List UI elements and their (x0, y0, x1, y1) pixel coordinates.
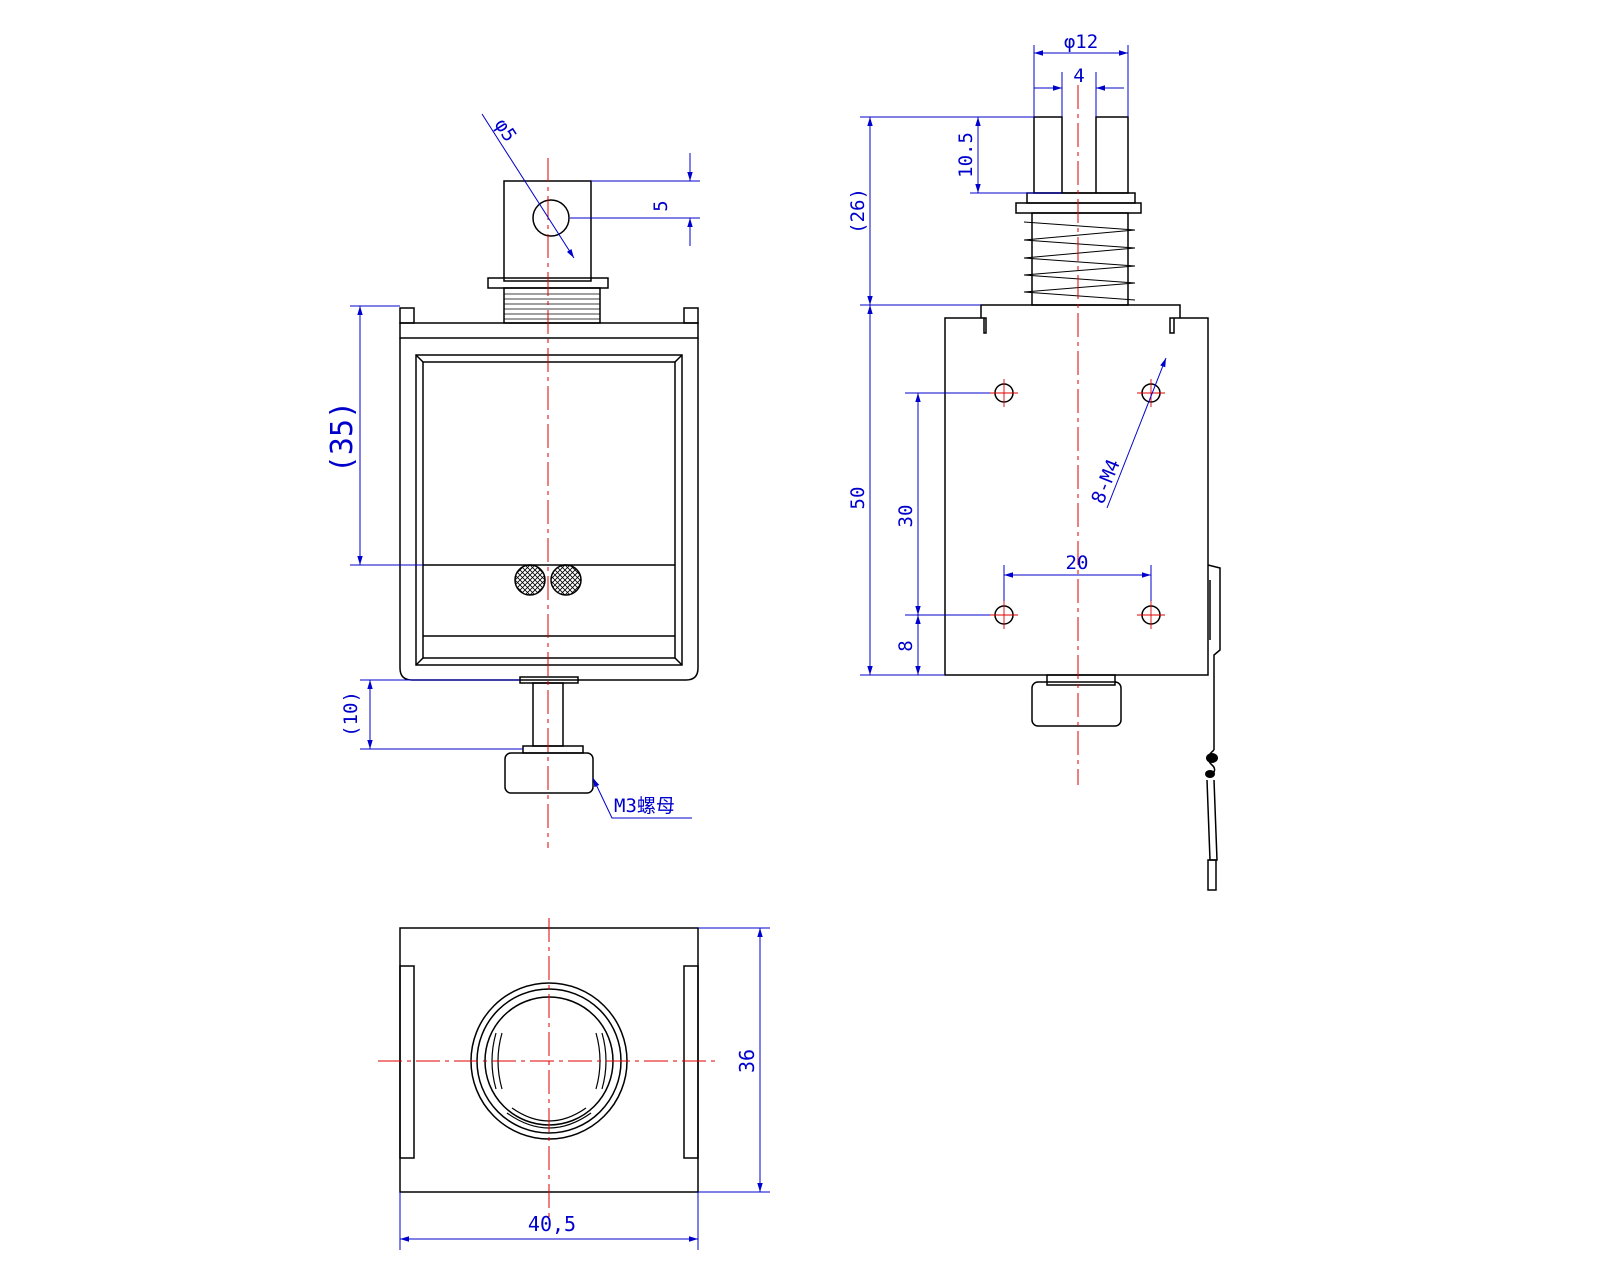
bottom-centerlines (378, 918, 720, 1222)
bottom-labels: 36 40,5 (528, 1049, 759, 1236)
bottom-height-label: 36 (735, 1049, 759, 1073)
slot-depth-label: 10.5 (955, 132, 977, 178)
stroke-label: (10) (340, 691, 362, 737)
hole-bottom-offset-label: 8 (895, 640, 917, 651)
slot-width-label: 4 (1073, 65, 1084, 87)
bottom-width-label: 40,5 (528, 1212, 576, 1236)
plunger-diameter-label: φ12 (1064, 31, 1098, 53)
hole-diameter-label: φ5 (490, 115, 521, 146)
body-height-label: 50 (847, 487, 869, 510)
front-labels: φ5 5 (35) (10) M3螺母 (325, 115, 675, 817)
side-outline (944, 116, 1221, 891)
hole-offset-label: 5 (650, 200, 672, 211)
body-height-label: (35) (325, 401, 360, 473)
side-labels: φ12 4 10.5 (26) 50 30 8 20 8-M4 (847, 31, 1125, 652)
nut-label: M3螺母 (614, 795, 675, 817)
side-dimensions (860, 45, 1167, 676)
front-view: φ5 5 (35) (10) M3螺母 (325, 113, 700, 848)
hole-spacing-vertical-label: 30 (895, 505, 917, 528)
plunger-length-label: (26) (847, 188, 869, 234)
front-dimensions (350, 113, 700, 819)
front-outline (399, 180, 699, 794)
bottom-dimensions (399, 927, 770, 1250)
mount-thread-label: 8-M4 (1087, 456, 1125, 507)
hole-centermarks (990, 379, 1165, 629)
hole-spacing-horizontal-label: 20 (1066, 552, 1089, 574)
bottom-view: 36 40,5 (378, 918, 770, 1250)
wire-break-marks (1205, 753, 1218, 778)
side-view: φ12 4 10.5 (26) 50 30 8 20 8-M4 (847, 31, 1221, 891)
